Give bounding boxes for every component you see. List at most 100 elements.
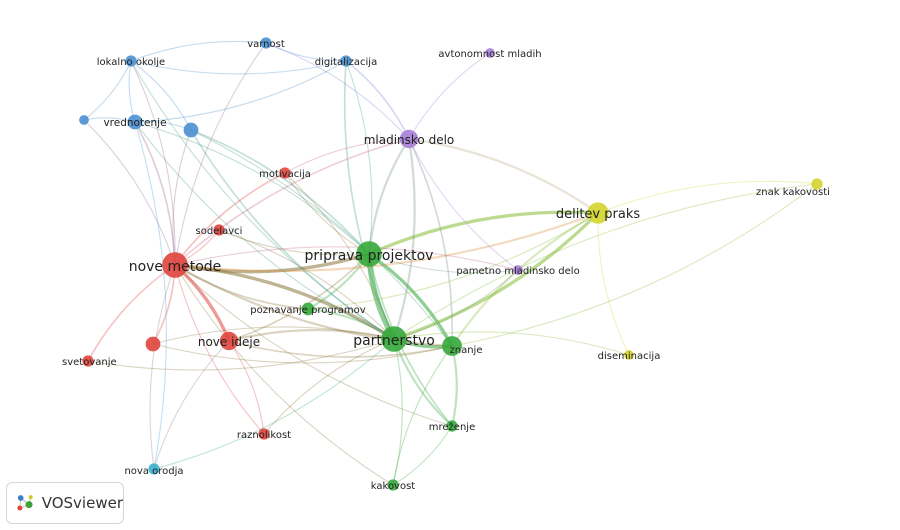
node-lokalno-okolje[interactable]	[125, 55, 137, 67]
link-delitev_praks-diseminacija	[597, 212, 630, 356]
link-mladinsko_delo-nove_metode	[174, 138, 410, 266]
node-label-mladinsko-delo[interactable]: mladinsko delo	[364, 133, 455, 147]
node-znanje[interactable]	[442, 336, 462, 356]
node-nova-orodja[interactable]	[148, 463, 160, 475]
node-red-unlabeled[interactable]	[145, 336, 161, 352]
brand-name: VOSviewer	[41, 494, 123, 512]
labels-layer: nove metode nove ideje motivacija sodelavci…	[62, 39, 830, 492]
node-label-znak-kakovosti[interactable]: znak kakovosti	[756, 187, 830, 198]
link-mladinsko_delo-znanje	[408, 138, 454, 347]
node-motivacija[interactable]	[279, 167, 291, 179]
node-label-diseminacija[interactable]: diseminacija	[598, 351, 661, 362]
link-digitalizacija-priprava_projektov	[345, 60, 373, 255]
link-red_unlabeled-znanje	[152, 343, 453, 364]
link-nove_metode-vrednotenje	[134, 121, 176, 266]
link-partnerstvo-diseminacija	[393, 331, 630, 356]
link-digitalizacija-partnerstvo	[343, 60, 395, 340]
node-nove-ideje[interactable]	[219, 331, 239, 351]
node-delitev-praks[interactable]	[587, 202, 609, 224]
link-lokalno_okolje-varnost	[130, 40, 267, 62]
link-blue_unlabeled-partnerstvo	[190, 129, 395, 340]
link-priprava_projektov-delitev_praks	[368, 210, 599, 256]
link-znanje-kakovost	[392, 345, 453, 486]
link-mladinsko_delo-priprava_projektov	[367, 138, 410, 255]
link-raznolikost-partnerstvo	[263, 338, 395, 435]
node-label-nova-orodja[interactable]: nova orodja	[124, 466, 183, 477]
node-blue-small[interactable]	[79, 115, 89, 125]
link-mrezenje-nove_metode	[174, 264, 453, 427]
link-partnerstvo-delitev_praks	[393, 211, 600, 341]
link-znanje-znak_kakovosti	[451, 183, 818, 347]
node-label-pametno-mladinsko-delo[interactable]: pametno mladinsko delo	[456, 266, 579, 277]
node-label-digitalizacija[interactable]: digitalizacija	[315, 57, 377, 68]
node-raznolikost[interactable]	[258, 428, 270, 440]
link-lokalno_okolje-nove_metode	[130, 60, 176, 266]
link-nove_metode-svetovanje	[87, 264, 176, 362]
link-nove_metode-raznolikost	[174, 264, 265, 435]
links-layer	[83, 40, 818, 486]
node-label-motivacija[interactable]: motivacija	[259, 169, 311, 180]
node-mladinsko-delo[interactable]	[399, 129, 419, 149]
node-varnost[interactable]	[260, 37, 272, 49]
link-nove_ideje-raznolikost	[228, 340, 265, 435]
link-lokalno_okolje-blue_unlabeled	[130, 60, 192, 131]
link-blue_unlabeled-nove_metode	[172, 129, 192, 266]
node-label-svetovanje[interactable]: svetovanje	[62, 357, 117, 368]
node-avtonomnost-mladih[interactable]	[485, 48, 495, 58]
node-diseminacija[interactable]	[624, 350, 634, 360]
node-kakovost[interactable]	[387, 479, 399, 491]
node-label-vrednotenje[interactable]: vrednotenje	[103, 117, 166, 129]
node-label-nove-metode[interactable]: nove metode	[129, 259, 222, 275]
link-sodelavci-partnerstvo	[218, 229, 395, 340]
link-motivacija-partnerstvo	[284, 172, 395, 340]
node-label-partnerstvo[interactable]: partnerstvo	[353, 333, 435, 349]
link-blue_small-lokalno_okolje	[83, 60, 132, 121]
node-label-nove-ideje[interactable]: nove ideje	[198, 335, 260, 349]
node-znak-kakovosti[interactable]	[811, 178, 823, 190]
node-label-delitev-praks[interactable]: delitev praks	[556, 207, 640, 222]
link-mladinsko_delo-digitalizacija	[345, 60, 410, 140]
node-label-sodelavci[interactable]: sodelavci	[196, 226, 243, 237]
node-svetovanje[interactable]	[82, 355, 94, 367]
node-sodelavci[interactable]	[213, 224, 225, 236]
node-label-avtonomnost-mladih[interactable]: avtonomnost mladih	[438, 49, 541, 60]
link-blue_unlabeled-znanje	[190, 129, 453, 347]
link-nova_orodja-vrednotenje	[134, 121, 167, 470]
link-nova_orodja-partnerstvo	[153, 338, 395, 470]
node-blue-unlabeled[interactable]	[183, 122, 199, 138]
node-nove-metode[interactable]	[162, 252, 188, 278]
link-nove_ideje-znanje	[228, 340, 453, 358]
node-label-znanje[interactable]: znanje	[450, 345, 483, 356]
node-partnerstvo[interactable]	[381, 326, 407, 352]
node-label-mrezenje[interactable]: mreženje	[429, 421, 475, 433]
link-red_unlabeled-partnerstvo	[152, 326, 395, 345]
node-pametno-mladinsko-delo[interactable]	[513, 265, 523, 275]
link-nove_metode-motivacija	[174, 172, 286, 266]
node-poznavanje-programov[interactable]	[301, 302, 315, 316]
link-lokalno_okolje-partnerstvo	[130, 60, 395, 340]
link-blue_small-nove_metode	[83, 119, 176, 266]
node-label-raznolikost[interactable]: raznolikost	[237, 430, 291, 441]
node-label-kakovost[interactable]: kakovost	[371, 481, 416, 492]
link-delitev_praks-znak_kakovosti	[597, 180, 818, 214]
node-vrednotenje[interactable]	[127, 114, 143, 130]
link-lokalno_okolje-digitalizacija	[130, 60, 347, 75]
link-svetovanje-partnerstvo	[87, 338, 395, 371]
link-mladinsko_delo-avtonomnost_mladih	[408, 52, 491, 140]
node-priprava-projektov[interactable]	[356, 241, 382, 267]
link-nove_metode-nove_ideje	[173, 263, 231, 342]
node-label-lokalno-okolje[interactable]: lokalno okolje	[97, 57, 165, 68]
link-nove_metode-kakovost	[174, 264, 394, 486]
vosviewer-badge[interactable]: VOSviewer	[6, 482, 124, 524]
link-motivacija-mladinsko_delo	[284, 138, 410, 174]
nodes-layer	[79, 37, 823, 491]
node-mrezenje[interactable]	[446, 420, 458, 432]
node-label-varnost[interactable]: varnost	[247, 39, 285, 50]
link-partnerstvo-znak_kakovosti	[393, 183, 818, 340]
node-digitalizacija[interactable]	[340, 55, 352, 67]
link-nove_metode-znanje	[174, 264, 453, 348]
node-label-priprava-projektov[interactable]: priprava projektov	[305, 248, 434, 264]
link-poznavanje_programov-nove_metode	[174, 264, 309, 310]
node-label-poznavanje-programov[interactable]: poznavanje programov	[250, 305, 365, 316]
